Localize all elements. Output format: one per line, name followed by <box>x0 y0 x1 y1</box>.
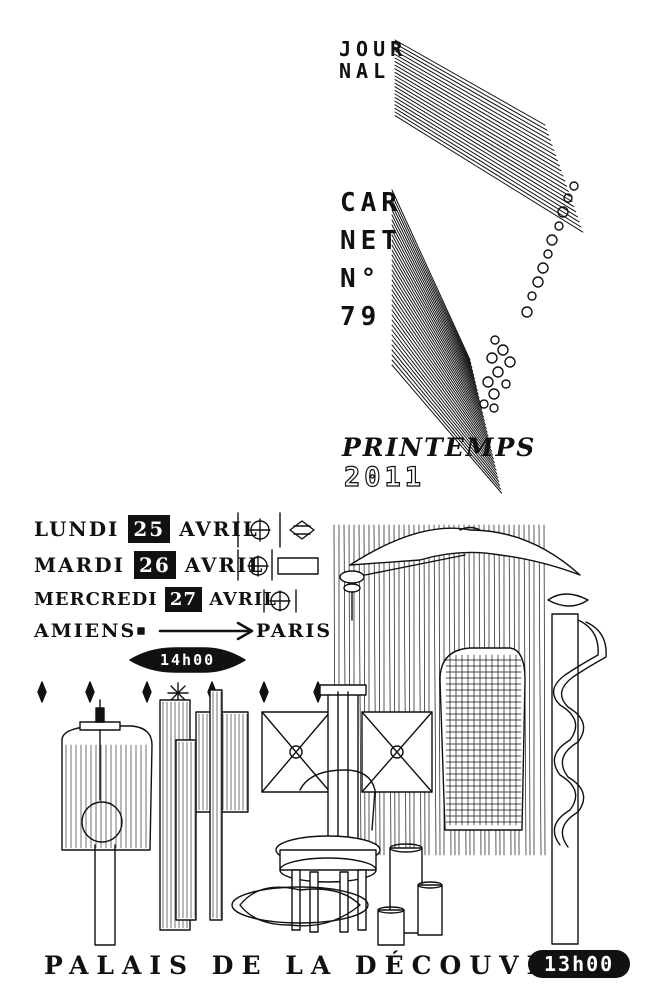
day-number: 25 <box>128 515 171 543</box>
day-number: 26 <box>133 551 176 579</box>
day-number: 27 <box>164 587 202 612</box>
day-name: MERCREDI <box>34 589 158 610</box>
departure-time: 14h00 <box>160 651 216 669</box>
route-origin: AMIENS <box>34 620 137 642</box>
day-name: LUNDI <box>34 517 120 541</box>
journal-line-1: JOUR <box>339 37 408 61</box>
pillar-right <box>547 593 607 945</box>
month-name: AVRIL <box>209 589 277 610</box>
day-name: MARDI <box>34 553 125 577</box>
floor-scribble <box>239 886 361 927</box>
carnet-title: CAR NET N° 79 <box>340 184 402 336</box>
schedule-row-1: LUNDI 25 AVRIL <box>34 515 259 543</box>
carnet-line-1: CAR <box>340 188 402 218</box>
season-title: PRINTEMPS <box>342 433 537 462</box>
carnet-line-3: N° <box>340 264 382 294</box>
carnet-speed-lines <box>391 189 502 494</box>
schedule-row-2: MARDI 26 AVRIL <box>34 551 265 579</box>
round-table <box>231 769 381 933</box>
cylinders <box>377 843 443 946</box>
month-name: AVRIL <box>184 553 265 577</box>
cross-frames <box>261 711 433 793</box>
month-name: AVRIL <box>179 517 259 541</box>
route-destination: PARIS <box>256 620 333 642</box>
journal-title: JOUR NAL <box>339 38 407 82</box>
ceiling-lamp <box>339 526 581 621</box>
bubbles-lower <box>479 335 516 413</box>
schedule-row-3: MERCREDI 27 AVRIL <box>34 587 277 612</box>
venue-time-pill: 13h00 <box>528 950 631 978</box>
left-apparatus <box>61 699 153 946</box>
journal-line-2: NAL <box>339 59 391 83</box>
journal-speed-lines <box>394 39 584 233</box>
schedule-ornaments <box>37 512 323 704</box>
arched-window <box>439 647 526 831</box>
carnet-line-2: NET <box>340 226 402 256</box>
bubbles-upper <box>521 181 579 318</box>
season-year: 2011 <box>343 461 426 493</box>
venue-time: 13h00 <box>544 952 615 976</box>
carnet-line-4: 79 <box>340 302 382 332</box>
hatched-panels <box>159 689 249 931</box>
